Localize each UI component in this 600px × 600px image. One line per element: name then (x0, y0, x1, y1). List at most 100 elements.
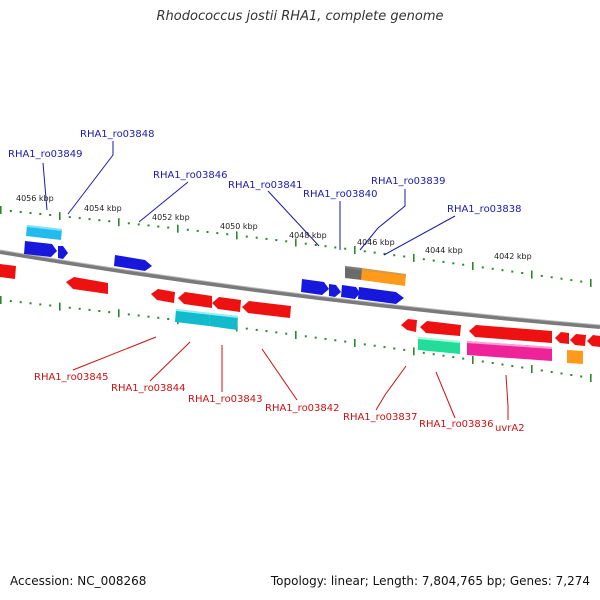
minor-tick (373, 251, 376, 254)
minor-tick (373, 344, 376, 347)
gene-label[interactable]: RHA1_ro03837 (343, 412, 418, 423)
minor-tick (206, 231, 209, 233)
minor-tick (344, 340, 347, 343)
gene-ro03841[interactable] (345, 266, 362, 280)
minor-tick (580, 280, 583, 283)
gene-r3[interactable] (587, 335, 600, 347)
gene-label[interactable]: RHA1_ro03841 (228, 180, 303, 191)
forward-strand-genes (24, 225, 406, 304)
minor-tick (285, 240, 288, 243)
major-tick (354, 339, 356, 347)
minor-tick (501, 363, 504, 366)
gene-label[interactable]: RHA1_ro03848 (80, 129, 155, 140)
gene-r2[interactable] (570, 334, 586, 346)
minor-tick (226, 233, 229, 236)
gene-label[interactable]: RHA1_ro03844 (111, 383, 186, 394)
minor-tick (442, 354, 445, 357)
gene-ro03836[interactable] (469, 325, 552, 343)
major-tick (590, 279, 592, 287)
scale-label: 4054 kbp (84, 204, 122, 213)
gene-ro03848[interactable] (24, 241, 57, 257)
top-tick-track (0, 206, 592, 287)
gene-ro03842[interactable] (242, 301, 291, 318)
gene-ro03840[interactable] (329, 284, 341, 297)
gene-ro03837a[interactable] (401, 319, 417, 332)
minor-tick (393, 254, 396, 257)
minor-tick (255, 328, 258, 331)
gene-ro03847[interactable] (58, 246, 68, 259)
major-tick (354, 246, 356, 254)
minor-tick (304, 335, 307, 338)
minor-tick (511, 270, 514, 273)
major-tick (0, 296, 2, 304)
minor-tick (147, 315, 150, 318)
gene-label[interactable]: RHA1_ro03836 (419, 419, 494, 430)
minor-tick (383, 346, 386, 349)
bottom-leader-lines (72, 336, 509, 420)
minor-tick (580, 375, 583, 378)
major-tick (590, 374, 592, 382)
gene-ro03837-fwd[interactable] (358, 287, 404, 304)
minor-tick (39, 303, 42, 306)
gene-label[interactable]: RHA1_ro03849 (8, 149, 83, 160)
gene-label[interactable]: RHA1_ro03843 (188, 394, 263, 405)
scale-label: 4048 kbp (289, 231, 327, 240)
minor-tick (304, 242, 307, 245)
minor-tick (363, 343, 366, 346)
gene-label[interactable]: RHA1_ro03838 (447, 204, 522, 215)
minor-tick (49, 214, 52, 216)
minor-tick (462, 263, 465, 266)
minor-tick (9, 300, 12, 303)
minor-tick (19, 211, 22, 213)
gene-label[interactable]: RHA1_ro03842 (265, 403, 340, 414)
gene-ro03843[interactable] (212, 297, 241, 312)
scale-label: 4046 kbp (357, 238, 395, 247)
minor-tick (452, 356, 455, 359)
scale-label: 4042 kbp (494, 252, 532, 261)
gene-ro03837[interactable] (420, 321, 461, 336)
gene-label[interactable]: RHA1_ro03846 (153, 170, 228, 181)
gene-ro03839[interactable] (361, 268, 406, 286)
major-tick (531, 270, 533, 279)
major-tick (0, 206, 2, 214)
gene-ro03844[interactable] (178, 292, 212, 308)
scale-label: 4056 kbp (16, 194, 54, 203)
minor-tick (78, 307, 81, 310)
minor-tick (560, 277, 563, 280)
minor-tick (442, 260, 445, 263)
minor-tick (432, 353, 435, 356)
minor-tick (39, 213, 42, 215)
gene-cyan-b[interactable] (209, 313, 238, 330)
gene-ro03842-fwd[interactable] (301, 279, 329, 295)
gene-label[interactable]: RHA1_ro03845 (34, 372, 109, 383)
minor-tick (422, 351, 425, 354)
minor-tick (550, 276, 553, 279)
gene-label[interactable]: RHA1_ro03840 (303, 189, 378, 200)
minor-tick (570, 374, 573, 376)
gene-ro03845[interactable] (66, 277, 108, 294)
minor-tick (393, 347, 396, 350)
top-gene-labels: RHA1_ro03849 RHA1_ro03848 RHA1_ro03846 R… (8, 129, 522, 215)
minor-tick (78, 217, 81, 220)
minor-tick (127, 222, 130, 225)
minor-tick (167, 318, 170, 320)
minor-tick (452, 262, 455, 265)
minor-tick (265, 330, 268, 333)
gene-left-edge[interactable] (0, 264, 16, 279)
minor-tick (521, 366, 524, 369)
gene-label[interactable]: RHA1_ro03839 (371, 176, 446, 187)
gene-ro03838[interactable] (341, 285, 360, 299)
minor-tick (501, 269, 504, 272)
scale-label: 4052 kbp (152, 213, 190, 222)
minor-tick (314, 336, 317, 339)
gene-label[interactable]: uvrA2 (495, 423, 525, 434)
minor-tick (432, 259, 435, 262)
gene-ro03846[interactable] (114, 255, 152, 271)
gene-ro03844a[interactable] (151, 289, 175, 303)
major-tick (59, 302, 61, 311)
gene-r1[interactable] (555, 332, 569, 344)
gene-orange-small[interactable] (567, 350, 583, 364)
scale-label: 4044 kbp (425, 246, 463, 255)
minor-tick (88, 218, 91, 221)
